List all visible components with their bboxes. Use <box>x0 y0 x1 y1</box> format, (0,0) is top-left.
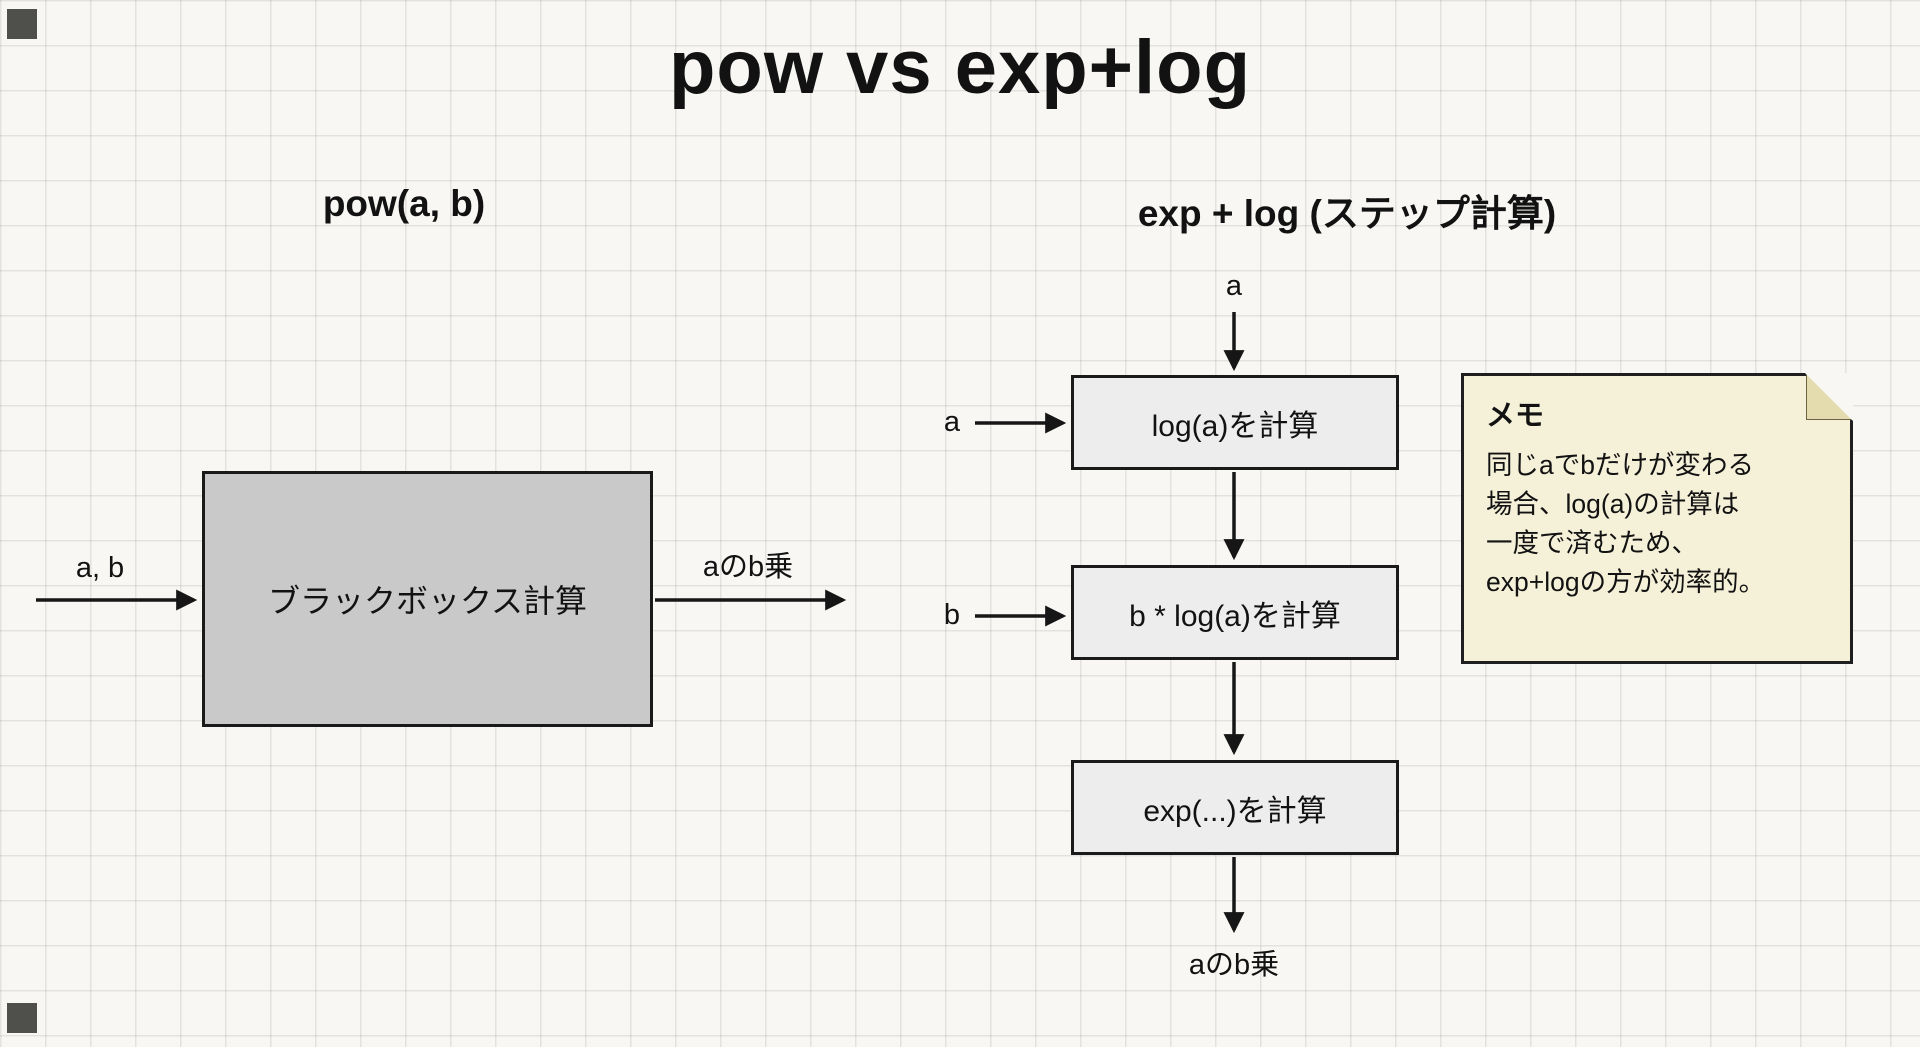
diagram-title: pow vs exp+log <box>668 25 1252 110</box>
explog-step1-input-label: a <box>943 406 961 438</box>
pow-input-label: a, b <box>75 552 125 584</box>
paper-mark <box>7 9 37 39</box>
memo-note-line: 場合、log(a)の計算は <box>1486 489 1740 519</box>
explog-top-input-label: a <box>1225 270 1243 302</box>
explog-output-label: aのb乗 <box>1188 949 1280 981</box>
explog-step3-label: exp(...)を計算 <box>1143 794 1327 828</box>
explog-step3-box: exp(...)を計算 <box>1071 760 1399 855</box>
pow-blackbox: ブラックボックス計算 <box>202 471 653 727</box>
pow-output-label: aのb乗 <box>702 551 794 583</box>
memo-note: メモ 同じaでbだけが変わる 場合、log(a)の計算は 一度で済むため、 ex… <box>1461 373 1853 664</box>
explog-step1-box: log(a)を計算 <box>1071 375 1399 470</box>
paper-mark <box>7 1003 37 1033</box>
memo-note-line: 同じaでbだけが変わる <box>1486 450 1754 480</box>
pow-blackbox-label: ブラックボックス計算 <box>267 583 588 619</box>
memo-note-line: 一度で済むため、 <box>1486 528 1698 558</box>
pow-section-heading: pow(a, b) <box>322 183 486 224</box>
memo-note-title: メモ <box>1486 400 1545 432</box>
explog-step2-box: b * log(a)を計算 <box>1071 565 1399 660</box>
memo-note-line: exp+logの方が効率的。 <box>1486 567 1766 597</box>
explog-step2-input-label: b <box>943 599 961 631</box>
explog-section-heading: exp + log (ステップ計算) <box>1137 193 1557 234</box>
explog-step1-label: log(a)を計算 <box>1151 409 1319 443</box>
note-fold-cut <box>1805 373 1853 421</box>
explog-step2-label: b * log(a)を計算 <box>1129 599 1341 633</box>
